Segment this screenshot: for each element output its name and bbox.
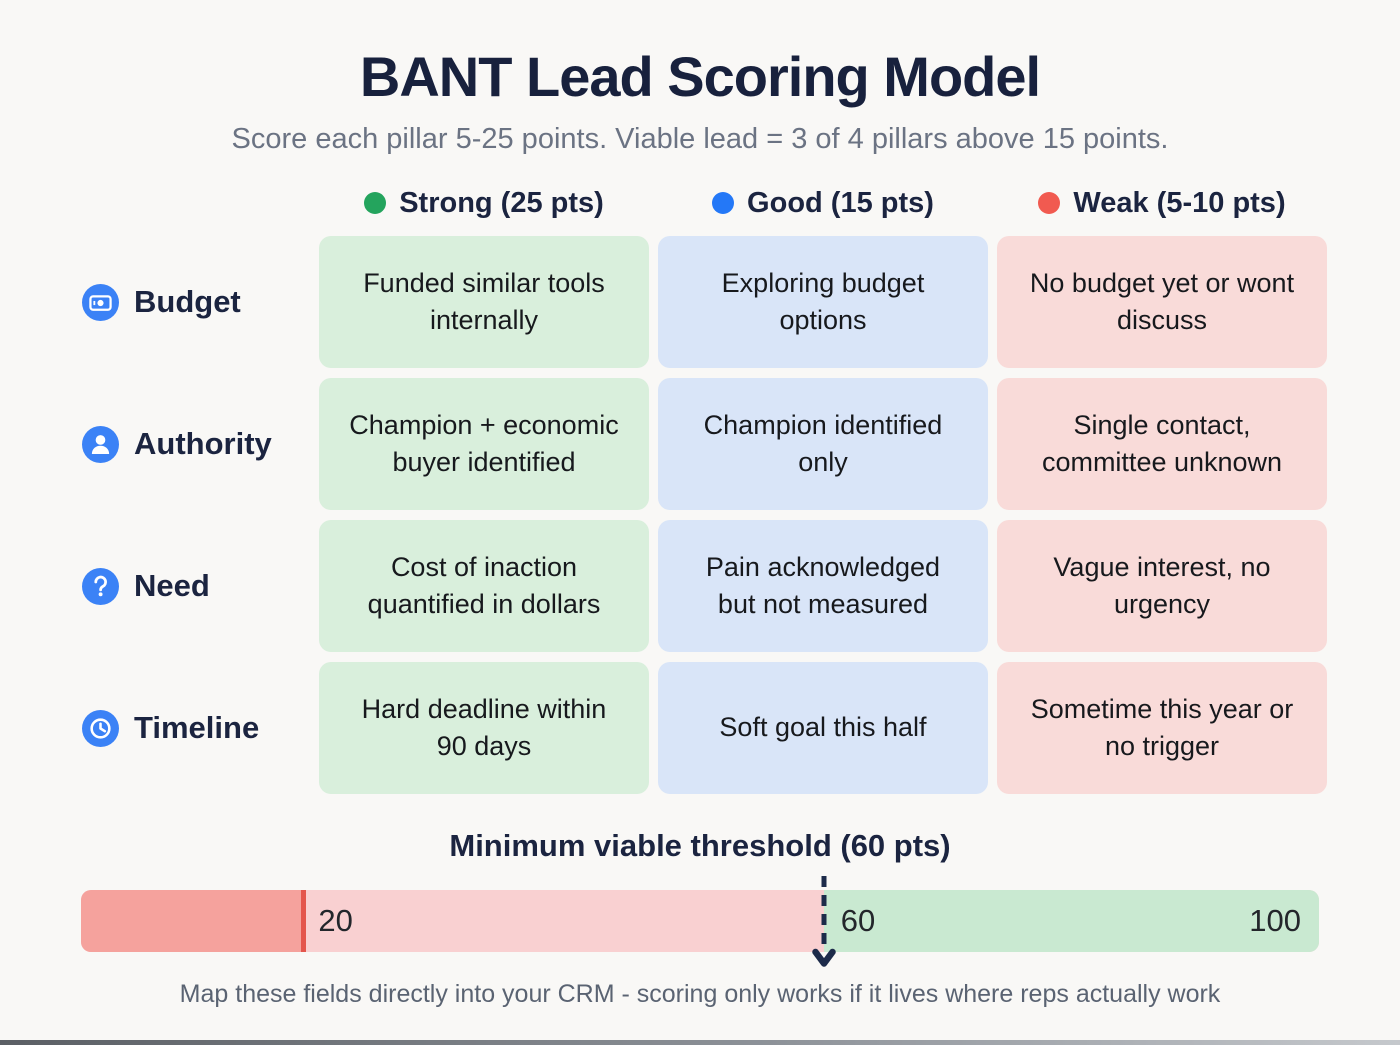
cell-timeline-good: Soft goal this half (658, 662, 988, 794)
row-label-timeline: Timeline (72, 662, 310, 794)
score-scale-bar: 20 60 100 (81, 876, 1319, 967)
bottom-edge-strip (0, 1040, 1400, 1045)
column-header-good: Good (15 pts) (658, 180, 988, 226)
row-label-text: Need (134, 568, 210, 603)
cell-timeline-strong: Hard deadline within 90 days (319, 662, 649, 794)
clock-icon (82, 709, 119, 747)
cell-need-good: Pain acknowledged but not measured (658, 520, 988, 652)
cell-budget-strong: Funded similar tools internally (319, 236, 649, 368)
banknote-icon (82, 283, 119, 321)
scale-segment-high (823, 890, 1319, 952)
footer-note: Map these fields directly into your CRM … (179, 980, 1221, 1008)
person-icon (82, 425, 119, 463)
cell-need-strong: Cost of inaction quantified in dollars (319, 520, 649, 652)
page-title: BANT Lead Scoring Model (359, 45, 1041, 108)
row-label-text: Budget (134, 284, 241, 319)
column-header-label: Good (15 pts) (747, 186, 934, 219)
cell-budget-good: Exploring budget options (658, 236, 988, 368)
page-subtitle: Score each pillar 5-25 points. Viable le… (231, 123, 1169, 155)
column-header-label: Weak (5-10 pts) (1073, 186, 1286, 219)
cell-timeline-weak: Sometime this year or no trigger (997, 662, 1327, 794)
cell-need-weak: Vague interest, no urgency (997, 520, 1327, 652)
column-header-weak: Weak (5-10 pts) (997, 180, 1327, 226)
scale-bar-track (81, 890, 1319, 952)
column-header-label: Strong (25 pts) (399, 186, 604, 219)
scoring-matrix: Strong (25 pts) Good (15 pts) Weak (5-10… (72, 180, 1328, 794)
row-label-text: Timeline (134, 710, 260, 745)
question-icon (82, 567, 119, 605)
cell-budget-weak: No budget yet or wont discuss (997, 236, 1327, 368)
column-header-strong: Strong (25 pts) (319, 180, 649, 226)
matrix-corner-spacer (72, 180, 310, 226)
threshold-arrow-icon (809, 875, 839, 972)
scale-tick-60: 60 (840, 903, 876, 938)
row-label-authority: Authority (72, 378, 310, 510)
scale-tick-100: 100 (1249, 903, 1301, 938)
scale-tick-20: 20 (318, 903, 353, 938)
blue-dot-icon (712, 192, 735, 214)
cell-authority-good: Champion identified only (658, 378, 988, 510)
cell-authority-strong: Champion + economic buyer identified (319, 378, 649, 510)
row-label-budget: Budget (72, 236, 310, 368)
row-label-need: Need (72, 520, 310, 652)
red-dot-icon (1038, 192, 1061, 214)
scale-segment-low (81, 890, 302, 952)
scale-divider-20 (301, 890, 307, 952)
threshold-title: Minimum viable threshold (60 pts) (449, 828, 951, 863)
green-dot-icon (364, 192, 387, 214)
cell-authority-weak: Single contact, committee unknown (997, 378, 1327, 510)
row-label-text: Authority (134, 426, 272, 461)
